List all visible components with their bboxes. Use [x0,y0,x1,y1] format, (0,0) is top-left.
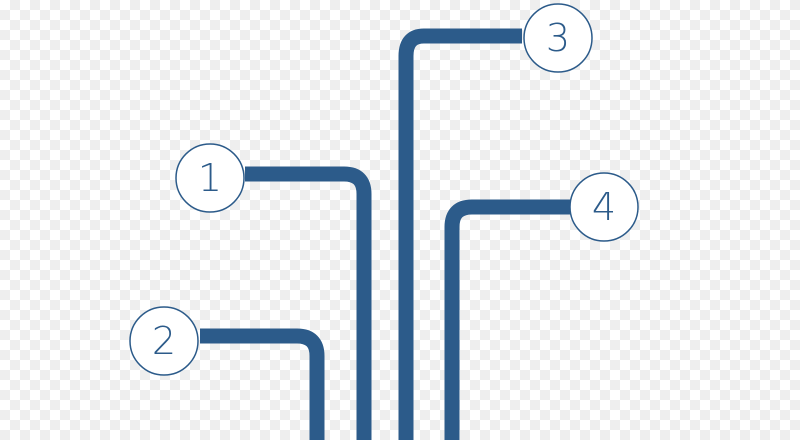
connector-line-3 [398,28,522,440]
node-1-number: 1 [198,156,222,200]
node-4-number: 4 [592,185,616,229]
connector-line-4 [444,199,570,440]
node-1-circle [175,143,245,213]
node-1: 1 [175,143,245,213]
node-2-circle [129,306,199,376]
node-3: 3 [523,3,593,73]
node-4-circle [569,172,639,242]
node-3-number: 3 [546,16,570,60]
node-3-circle [523,3,593,73]
node-2: 2 [129,306,199,376]
connector-line-2 [200,328,325,440]
node-4: 4 [569,172,639,242]
node-2-number: 2 [152,319,176,363]
connector-line-1 [245,166,372,440]
